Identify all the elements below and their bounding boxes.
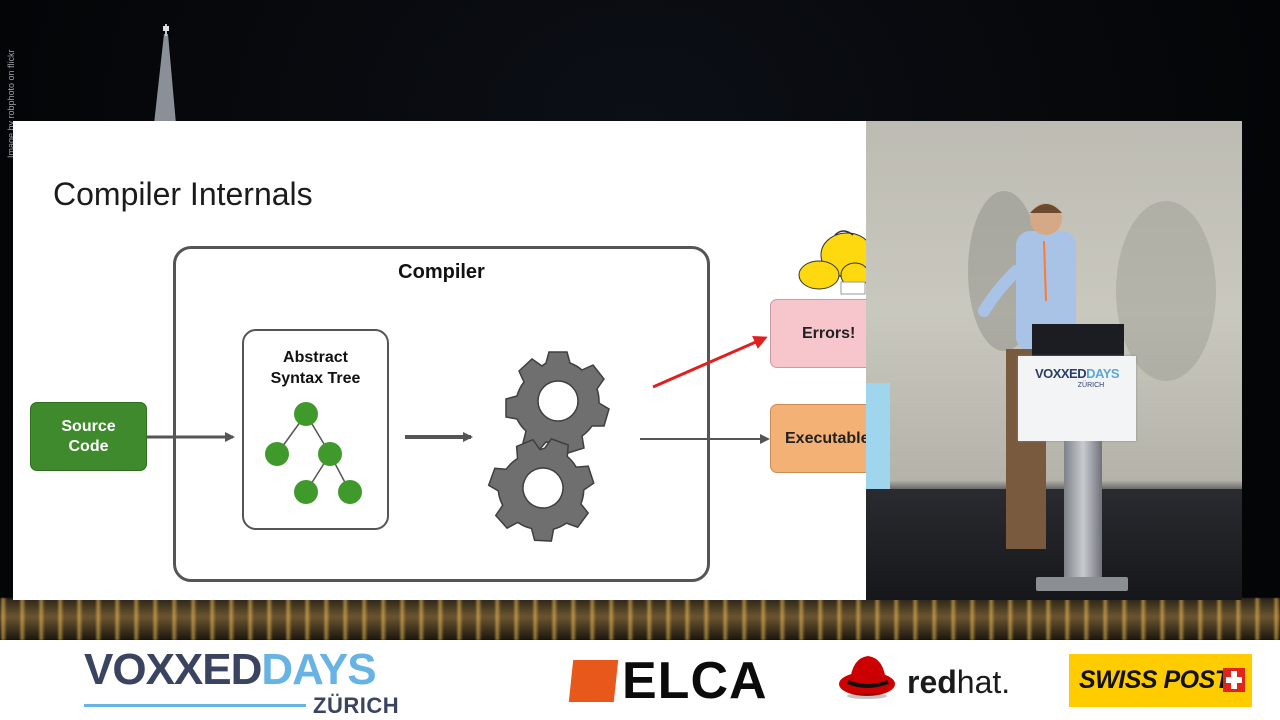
diagram-graphics — [147, 335, 770, 542]
ast-label: Abstract Syntax Tree — [244, 347, 387, 389]
days-word: DAYS — [261, 645, 376, 694]
podium-voxxed: VOXXED — [1034, 366, 1087, 381]
redhat-red-word: red — [907, 664, 957, 700]
executable-box: Executable — [770, 404, 866, 473]
arrow-to-errors — [652, 335, 768, 389]
swiss-cross-icon — [1223, 668, 1245, 692]
podium-base — [1036, 577, 1128, 591]
church-spire — [154, 24, 176, 124]
presentation-slide: Compiler Internals Compiler Source Code … — [13, 121, 866, 600]
voxxed-city: ZÜRICH — [313, 693, 400, 718]
ast-label-line1: Abstract — [283, 349, 348, 366]
source-label-line1: Source — [61, 417, 116, 435]
podium-sign: VOXXEDDAYS ZÜRICH — [1018, 356, 1136, 441]
elca-logo-text: ELCA — [622, 652, 768, 710]
redhat-hat-word: hat. — [956, 664, 1011, 700]
laptop — [1032, 324, 1124, 356]
redhat-logo-text: redhat. — [907, 664, 1010, 700]
voxxed-underline — [84, 704, 306, 707]
compiler-container — [173, 246, 710, 582]
elca-logo-mark — [568, 660, 619, 702]
stage-light — [866, 383, 890, 493]
voxxed-word: VOXXED — [84, 645, 262, 694]
source-code-box: Source Code — [30, 402, 147, 471]
compiler-label: Compiler — [398, 261, 485, 283]
speaker-camera-feed: VOXXEDDAYS ZÜRICH — [866, 121, 1242, 600]
city-lights-strip — [0, 598, 1280, 640]
tree-node-root — [294, 402, 318, 426]
tree-node-left — [265, 442, 289, 466]
gear-icon-lower — [487, 437, 595, 542]
errors-box: Errors! — [770, 299, 866, 368]
tree-node-right — [318, 442, 342, 466]
podium-sign-city: ZÜRICH — [1077, 382, 1105, 389]
podium-stand — [1064, 441, 1102, 591]
gear-icon-upper — [505, 351, 610, 454]
voxxed-days-logo: VOXXEDDAYS — [84, 645, 377, 694]
swiss-post-logo: SWISS POST — [1069, 654, 1252, 707]
redhat-hat-icon — [839, 656, 895, 699]
podium-days: DAYS — [1086, 366, 1120, 381]
podium-sign-logo: VOXXEDDAYS — [1018, 366, 1136, 381]
tree-node-leaf-2 — [338, 480, 362, 504]
ast-label-line2: Syntax Tree — [270, 370, 361, 387]
swiss-post-text: SWISS POST — [1079, 666, 1230, 694]
slide-title: Compiler Internals — [53, 176, 313, 212]
speaker-figure — [968, 191, 1216, 549]
source-label-line2: Code — [68, 437, 109, 455]
tree-node-leaf-1 — [294, 480, 318, 504]
homer-facepalm-image — [798, 230, 866, 295]
